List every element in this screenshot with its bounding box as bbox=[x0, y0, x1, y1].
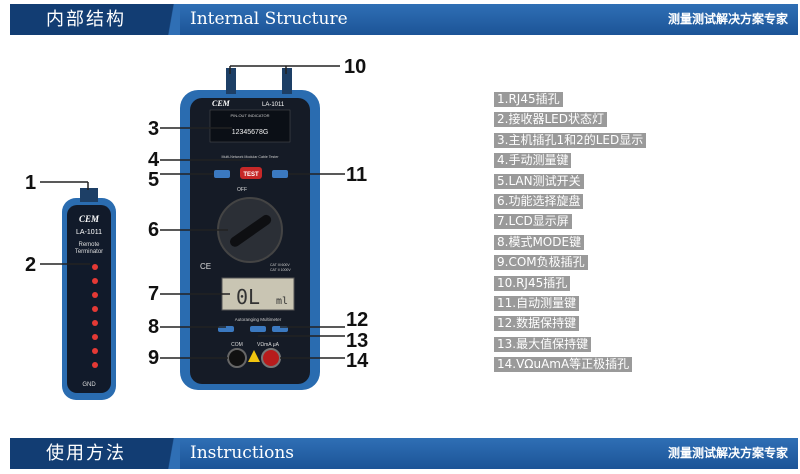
test-button-label: TEST bbox=[243, 172, 259, 178]
callout-4: 4 bbox=[148, 149, 160, 171]
callout-11: 11 bbox=[346, 164, 368, 186]
legend-item: 10.RJ45插孔 bbox=[494, 276, 571, 291]
legend-item: 3.主机插孔1和2的LED显示 bbox=[494, 133, 647, 148]
banner-separator bbox=[162, 4, 180, 35]
legend-item: 1.RJ45插孔 bbox=[494, 92, 563, 107]
legend-item: 7.LCD显示屏 bbox=[494, 214, 572, 229]
test-button bbox=[240, 167, 262, 179]
pinout-label: PIN-OUT INDICATOR bbox=[230, 113, 269, 118]
callout-3: 3 bbox=[148, 118, 160, 140]
led-digits: 12345678G bbox=[232, 129, 269, 136]
max-hold-button bbox=[250, 326, 266, 332]
terminator-leds bbox=[92, 264, 98, 368]
lcd-screen bbox=[221, 277, 295, 311]
callout-7: 7 bbox=[148, 283, 160, 305]
positive-jack bbox=[261, 348, 281, 368]
callout-13: 13 bbox=[346, 330, 369, 352]
callout-9: 9 bbox=[148, 347, 160, 369]
callout-2: 2 bbox=[25, 254, 37, 276]
legend-item: 8.模式MODE键 bbox=[494, 235, 585, 250]
device-illustration: CEM LA-1011 Remote Terminator GND CEM LA… bbox=[40, 65, 345, 400]
callout-1: 1 bbox=[25, 172, 37, 194]
vma-label: VΩmA μA bbox=[257, 342, 280, 348]
section-title-cn: 使用方法 bbox=[10, 438, 162, 469]
ce-mark: CE bbox=[200, 262, 211, 271]
legend-item: 4.手动测量键 bbox=[494, 153, 572, 168]
legend-item: 5.LAN测试开关 bbox=[494, 174, 584, 189]
cat-label-2: CAT II 1000V bbox=[270, 268, 291, 272]
banner-separator bbox=[162, 438, 180, 469]
legend-item: 9.COM负极插孔 bbox=[494, 255, 588, 270]
callout-5: 5 bbox=[148, 169, 160, 191]
com-label: COM bbox=[231, 342, 243, 348]
off-label: OFF bbox=[237, 187, 247, 193]
terminator-label-line1: Remote bbox=[78, 242, 100, 248]
bottom-banner: 使用方法 Instructions 测量测试解决方案专家 bbox=[10, 438, 798, 469]
lan-switch-button bbox=[214, 170, 230, 178]
legend-item: 13.最大值保持键 bbox=[494, 337, 592, 352]
legend-item: 6.功能选择旋盘 bbox=[494, 194, 584, 209]
banner-tagline: 测量测试解决方案专家 bbox=[667, 446, 788, 460]
callout-6: 6 bbox=[148, 219, 160, 241]
mode-label: Autoranging Multimeter bbox=[235, 317, 282, 322]
legend-item: 2.接收器LED状态灯 bbox=[494, 112, 607, 127]
terminator-gnd-label: GND bbox=[82, 382, 96, 388]
tester-label: Multi-Network Modular Cable Tester bbox=[221, 155, 279, 159]
legend-item: 11.自动测量键 bbox=[494, 296, 580, 311]
remote-terminator: CEM LA-1011 Remote Terminator GND bbox=[62, 188, 116, 400]
callout-10: 10 bbox=[344, 56, 367, 78]
meter-brand: CEM bbox=[212, 99, 231, 108]
top-banner: 内部结构 Internal Structure 测量测试解决方案专家 bbox=[10, 4, 798, 35]
callout-12: 12 bbox=[346, 309, 369, 331]
legend-item: 14.VΩuAmA等正极插孔 bbox=[494, 357, 633, 372]
legend-item: 12.数据保持键 bbox=[494, 316, 580, 331]
main-meter: CEM LA-1011 PIN-OUT INDICATOR 12345678G … bbox=[180, 68, 320, 390]
banner-tagline: 测量测试解决方案专家 bbox=[667, 12, 788, 26]
cat-label-1: CAT III 600V bbox=[270, 263, 290, 267]
callout-8: 8 bbox=[148, 316, 160, 338]
section-title-en: Internal Structure bbox=[190, 9, 348, 29]
auto-measure-button bbox=[272, 170, 288, 178]
com-jack bbox=[227, 348, 247, 368]
section-title-cn: 内部结构 bbox=[10, 4, 162, 35]
terminator-label-line2: Terminator bbox=[75, 249, 103, 255]
section-title-en: Instructions bbox=[190, 443, 294, 463]
meter-model: LA-1011 bbox=[262, 102, 285, 108]
terminator-model: LA-1011 bbox=[76, 229, 102, 236]
callout-14: 14 bbox=[346, 350, 369, 372]
terminator-brand: CEM bbox=[79, 214, 100, 224]
lcd-sub: ml bbox=[276, 296, 288, 307]
lcd-value: 0L bbox=[236, 285, 260, 309]
